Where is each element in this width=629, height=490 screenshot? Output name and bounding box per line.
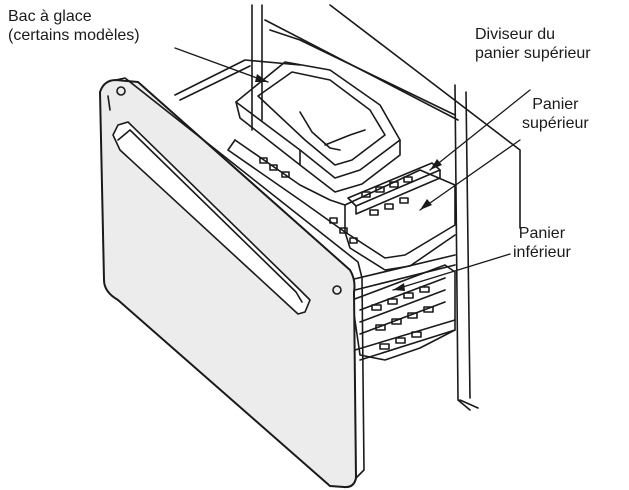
lower-basket-drawing — [351, 264, 456, 361]
upper-basket-leader — [419, 139, 521, 211]
upper-basket-label-line2: supérieur — [522, 115, 589, 132]
lower-basket-leader — [392, 253, 511, 291]
cabinet-frame — [251, 4, 521, 411]
ice-bin-label-line2: (certains modèles) — [8, 27, 140, 44]
upper-divider-arrowhead — [430, 159, 442, 170]
ice-bin-drawing — [235, 61, 401, 193]
lower-basket-label-line1: Panier — [518, 225, 566, 242]
upper-divider-drawing — [347, 162, 441, 215]
lower-basket-arrowhead — [393, 283, 405, 291]
upper-divider-label-line2: panier supérieur — [475, 45, 591, 62]
lower-basket-label: Panier inférieur — [513, 224, 571, 262]
upper-basket-arrowhead — [420, 199, 432, 210]
ice-bin-arrowhead — [255, 74, 268, 82]
drawer-front-drawing — [99, 77, 365, 489]
leader-lines — [174, 47, 531, 291]
upper-basket-drawing — [227, 139, 456, 271]
upper-basket-label: Panier supérieur — [522, 95, 589, 133]
upper-divider-leader — [429, 89, 531, 171]
ice-bin-leader — [174, 47, 269, 83]
leader-arrowheads — [255, 74, 442, 291]
upper-divider-label-line1: Diviseur du — [475, 26, 556, 43]
ice-bin-label: Bac à glace (certains modèles) — [8, 7, 140, 45]
lower-basket-label-line2: inférieur — [513, 244, 571, 261]
upper-basket-label-line1: Panier — [532, 96, 579, 113]
upper-divider-label: Diviseur du panier supérieur — [475, 25, 591, 63]
ice-bin-label-line1: Bac à glace — [8, 8, 92, 25]
